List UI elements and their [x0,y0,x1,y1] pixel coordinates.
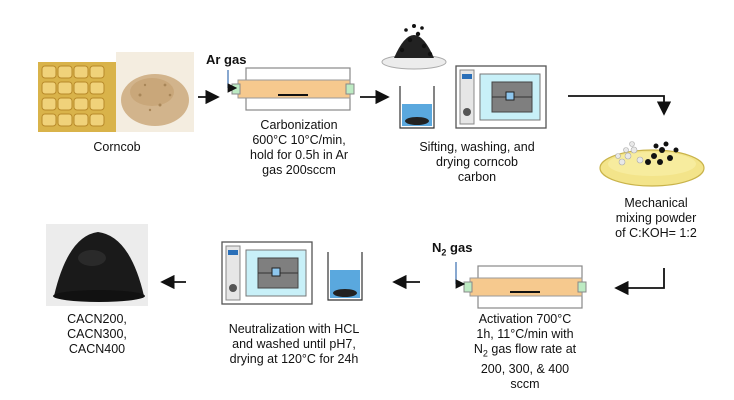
neutralization-line-1: Neutralization with HCL [228,322,360,336]
neutralization-line-3: drying at 120°C for 24h [229,352,359,366]
beaker-1 [399,86,435,129]
tube-furnace-1 [227,67,355,111]
product-line-2: CACN300, [67,327,127,341]
mixing-line-1: Mechanical [624,196,688,210]
mixing-line-2: mixing powder [615,211,697,225]
activation-line-3-prefix: N [473,342,483,356]
activation-label: Activation 700°C 1h, 11°C/min with N2 ga… [452,312,598,392]
activation-line-4: 200, 300, & 400 [480,361,570,376]
product-label: CACN200, CACN300, CACN400 [42,312,152,357]
product-photo [46,224,148,306]
n2-gas-suffix: gas [446,240,473,255]
corncob-photo [38,62,120,132]
sifting-line-2: drying corncob [436,155,518,169]
mixing-line-3: of C:KOH= 1:2 [615,226,697,240]
activation-line-3-suffix: gas flow rate at [487,342,577,356]
sifting-line-3: carbon [457,170,497,184]
carbonization-line-2: 600°C 10°C/min, [252,133,346,147]
beaker-2 [327,252,363,301]
mixing-dish [599,141,705,187]
sieve-dish [381,24,447,70]
product-line-1: CACN200, [67,312,127,326]
carbonization-line-4: gas 200sccm [262,163,336,177]
n2-gas-label: N2 gas [432,240,472,258]
carbonization-line-1: Carbonization [260,118,338,132]
n2-gas-prefix: N [432,240,442,255]
corncob-powder-photo [116,52,194,132]
n2-gas-sub: 2 [441,247,447,258]
drying-oven-2 [221,241,313,305]
arrow-4 [614,268,665,296]
mixing-label: Mechanical mixing powder of C:KOH= 1:2 [596,196,716,241]
activation-line-5: sccm [510,376,540,391]
product-line-3: CACN400 [68,342,126,356]
ar-gas-label: Ar gas [206,52,247,67]
neutralization-line-2: and washed until pH7, [232,337,356,351]
activation-line-3: N2 gas flow rate at [452,342,598,362]
corncob-label: Corncob [93,140,141,154]
arrow-3 [568,95,672,116]
carbonization-label: Carbonization 600°C 10°C/min, hold for 0… [226,118,372,178]
activation-line-1: Activation 700°C [478,312,572,326]
activation-line-2: 1h, 11°C/min with [476,327,574,341]
neutralization-label: Neutralization with HCL and washed until… [208,322,380,367]
drying-oven-1 [455,65,547,129]
sifting-line-1: Sifting, washing, and [419,140,535,154]
tube-furnace-2 [455,262,587,309]
sifting-label: Sifting, washing, and drying corncob car… [402,140,552,185]
activation-line-3-sub: 2 [482,348,488,359]
carbonization-line-3: hold for 0.5h in Ar [250,148,348,162]
